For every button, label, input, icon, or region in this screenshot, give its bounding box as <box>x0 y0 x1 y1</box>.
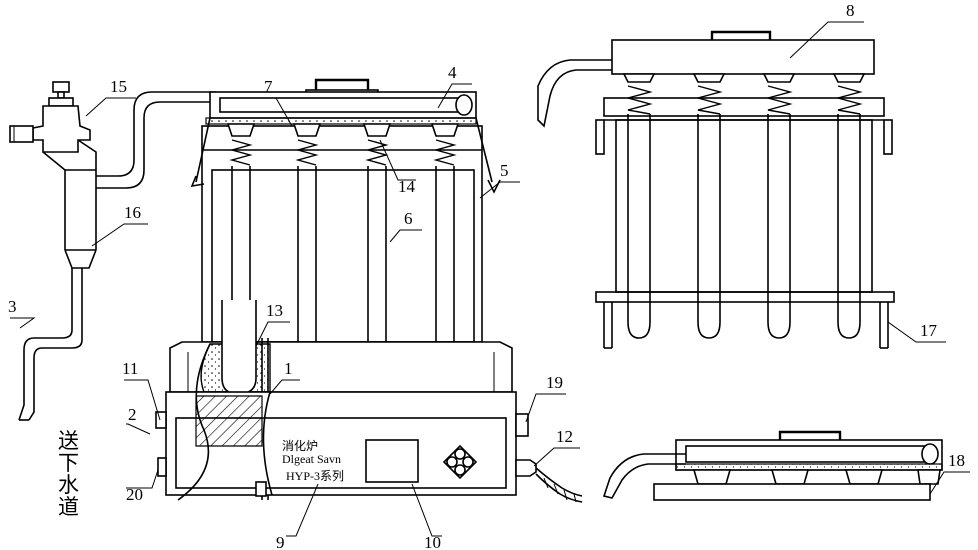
water-inlet <box>9 125 34 143</box>
callout-16: 16 <box>124 203 141 222</box>
seal-strip <box>205 117 477 125</box>
callout-8: 8 <box>846 1 855 20</box>
lid-on-tray-view <box>602 430 943 501</box>
tray-caps <box>692 469 941 485</box>
callout-13: 13 <box>266 301 283 320</box>
main-digestion-furnace-view: 消化炉 Dlgeat Savn HYP-3系列 送 下 水 道 <box>9 78 583 519</box>
holding-tray <box>653 483 931 501</box>
callout-4: 4 <box>448 63 457 82</box>
callout-11: 11 <box>122 359 138 378</box>
panel-model-series: HYP-3系列 <box>286 469 344 483</box>
leader-lines <box>10 21 970 537</box>
tube-in-heater <box>221 300 257 395</box>
drain-label-3: 水 <box>58 473 79 497</box>
callout-15: 15 <box>110 77 127 96</box>
suction-hose-inner <box>96 101 216 189</box>
lid-caps-with-springs <box>622 73 866 115</box>
suction-outlet-hook <box>537 59 612 128</box>
exhaust-manifold-tube <box>219 97 467 113</box>
callout-10: 10 <box>424 533 441 550</box>
callout-numbers: 1 2 3 4 5 6 7 8 9 10 11 12 13 14 15 16 1… <box>8 1 965 550</box>
rack-tubes <box>627 114 861 339</box>
panel-model-cn: 消化炉 <box>282 439 318 453</box>
callout-9: 9 <box>276 533 285 550</box>
tray-outlet-hook <box>602 453 686 499</box>
panel-model-en: Dlgeat Savn <box>282 452 341 466</box>
rack-base <box>595 291 895 303</box>
callout-14: 14 <box>398 177 416 196</box>
side-port-lower <box>157 457 167 477</box>
callout-1: 1 <box>284 359 293 378</box>
drain-label-4: 道 <box>58 495 79 519</box>
callout-5: 5 <box>500 161 509 180</box>
right-clamp-arm <box>475 117 493 183</box>
power-cord-plug <box>515 459 537 477</box>
callout-18: 18 <box>948 451 965 470</box>
power-switch <box>515 413 529 437</box>
tube-caps-with-springs <box>226 123 460 166</box>
suction-hose-outer <box>96 91 216 177</box>
callout-6: 6 <box>404 209 413 228</box>
display-screen <box>365 439 419 483</box>
suction-lid <box>611 39 875 75</box>
lid-handle <box>314 78 370 92</box>
callout-17: 17 <box>920 321 938 340</box>
side-port-upper <box>155 411 167 429</box>
callout-20: 20 <box>126 485 143 504</box>
drain-label-1: 送 <box>58 429 79 453</box>
keypad <box>442 444 478 480</box>
drain-label-2: 下 <box>58 451 79 475</box>
callout-2: 2 <box>128 405 137 424</box>
callout-3: 3 <box>8 297 17 316</box>
callout-12: 12 <box>556 427 573 446</box>
valve-handle <box>52 81 70 93</box>
rack-with-tubes-view <box>537 30 895 349</box>
callout-7: 7 <box>264 77 273 96</box>
water-aspirator <box>9 81 97 421</box>
insulation-section <box>195 395 263 447</box>
power-cord <box>535 467 583 497</box>
callout-19: 19 <box>546 373 563 392</box>
